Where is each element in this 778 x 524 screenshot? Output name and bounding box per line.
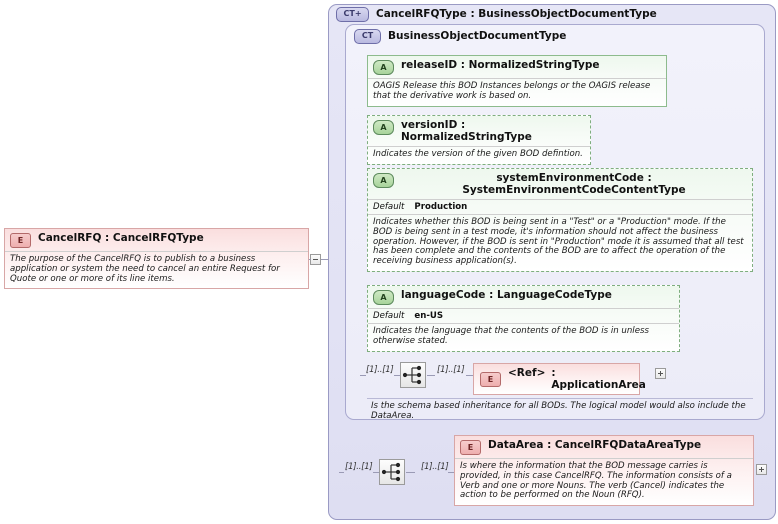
attribute-node-systemenvironmentcode[interactable]: A systemEnvironmentCode : SystemEnvironm…: [367, 168, 753, 272]
attribute-node-versionid-documentation: Indicates the version of the given BOD d…: [368, 146, 590, 164]
element-icon: E: [10, 233, 31, 248]
element-node-applicationarea-type: : ApplicationArea: [551, 367, 646, 391]
attribute-icon: A: [373, 290, 394, 305]
connector-line: [466, 375, 474, 376]
attribute-node-languagecode-default-row: Default en-US: [368, 308, 679, 323]
element-icon: E: [480, 372, 501, 387]
complextype-header-businessobjectdocumenttype: CT BusinessObjectDocumentType: [354, 27, 754, 45]
attribute-icon: A: [373, 120, 394, 135]
connector-line: [339, 472, 344, 473]
attribute-node-systemenvironmentcode-documentation: Indicates whether this BOD is being sent…: [368, 214, 752, 271]
attribute-node-languagecode-documentation: Indicates the language that the contents…: [368, 323, 679, 351]
default-label: Default: [373, 202, 405, 212]
sequence-compositor-icon[interactable]: [400, 362, 426, 388]
attribute-node-versionid-title: versionID : NormalizedStringType: [401, 119, 532, 143]
attribute-icon: A: [373, 60, 394, 75]
cardinality-label-left-dataarea: [1]..[1]: [345, 461, 373, 471]
complextype-icon-suffix: +: [354, 9, 362, 18]
attribute-node-releaseid-title: releaseID : NormalizedStringType: [401, 59, 600, 71]
element-node-applicationarea-ref-label: <Ref>: [508, 367, 546, 379]
element-node-applicationarea-ref[interactable]: E <Ref> : ApplicationArea: [473, 363, 646, 395]
connector-line: [406, 472, 415, 473]
attribute-node-versionid[interactable]: A versionID : NormalizedStringType Indic…: [367, 115, 591, 165]
expand-toggle-dataarea[interactable]: [756, 464, 767, 475]
complextype-title-cancelrfqtype: CancelRFQType : BusinessObjectDocumentTy…: [376, 8, 657, 20]
element-node-cancelrfq-title: CancelRFQ : CancelRFQType: [38, 232, 204, 244]
complextype-header-cancelrfqtype: CT+ CancelRFQType : BusinessObjectDocume…: [336, 5, 766, 23]
element-icon: E: [460, 440, 481, 455]
connector-line: [373, 472, 380, 473]
default-value: Production: [414, 202, 468, 212]
element-node-dataarea-title-row: E DataArea : CancelRFQDataAreaType: [455, 436, 753, 458]
cardinality-label-right-dataarea: [1]..[1]: [421, 461, 449, 471]
connector-line: [427, 375, 435, 376]
element-node-cancelrfq-documentation: The purpose of the CancelRFQ is to publi…: [5, 251, 308, 288]
default-value: en-US: [414, 311, 444, 321]
attribute-node-languagecode[interactable]: A languageCode : LanguageCodeType Defaul…: [367, 285, 680, 352]
element-node-dataarea-title: DataArea : CancelRFQDataAreaType: [488, 439, 702, 451]
connector-line: [360, 375, 366, 376]
element-node-cancelrfq[interactable]: E CancelRFQ : CancelRFQType The purpose …: [4, 228, 309, 290]
collapse-toggle-cancelrfq[interactable]: [310, 254, 321, 265]
element-node-applicationarea-title: <Ref> : ApplicationArea: [508, 367, 646, 391]
expand-toggle-applicationarea[interactable]: [655, 368, 666, 379]
default-label: Default: [373, 311, 405, 321]
attribute-node-releaseid[interactable]: A releaseID : NormalizedStringType OAGIS…: [367, 55, 667, 107]
attribute-node-systemenvironmentcode-title-row: A systemEnvironmentCode : SystemEnvironm…: [368, 169, 752, 199]
attribute-node-languagecode-title-row: A languageCode : LanguageCodeType: [368, 286, 679, 308]
attribute-node-languagecode-title: languageCode : LanguageCodeType: [401, 289, 612, 301]
element-node-applicationarea-title-row: E <Ref> : ApplicationArea: [474, 364, 646, 394]
connector-line: [321, 259, 329, 260]
complextype-icon-label: CT: [361, 31, 374, 40]
cardinality-label-left-applicationarea: [1]..[1]: [366, 364, 394, 374]
attribute-node-systemenvironmentcode-default-row: Default Production: [368, 199, 752, 214]
attribute-node-systemenvironmentcode-title: systemEnvironmentCode : SystemEnvironmen…: [462, 172, 686, 196]
complextype-expandable-icon[interactable]: CT+: [336, 6, 369, 22]
complextype-title-businessobjectdocumenttype: BusinessObjectDocumentType: [388, 30, 567, 42]
attribute-icon: A: [373, 173, 394, 188]
cardinality-label-right-applicationarea: [1]..[1]: [437, 364, 465, 374]
attribute-node-releaseid-title-row: A releaseID : NormalizedStringType: [368, 56, 666, 78]
attribute-node-versionid-title-row: A versionID : NormalizedStringType: [368, 116, 590, 146]
connector-line: [448, 472, 455, 473]
sequence-compositor-icon[interactable]: [379, 459, 405, 485]
attribute-node-releaseid-documentation: OAGIS Release this BOD Instances belongs…: [368, 78, 666, 106]
element-node-dataarea-documentation: Is where the information that the BOD me…: [455, 458, 753, 505]
complextype-icon-label: CT: [343, 9, 355, 18]
complextype-icon[interactable]: CT: [354, 28, 381, 44]
connector-line: [309, 259, 311, 260]
connector-line: [394, 375, 401, 376]
element-node-dataarea[interactable]: E DataArea : CancelRFQDataAreaType Is wh…: [454, 435, 754, 507]
element-node-cancelrfq-title-row: E CancelRFQ : CancelRFQType: [5, 229, 308, 251]
inheritance-note: Is the schema based inheritance for all …: [367, 398, 753, 422]
